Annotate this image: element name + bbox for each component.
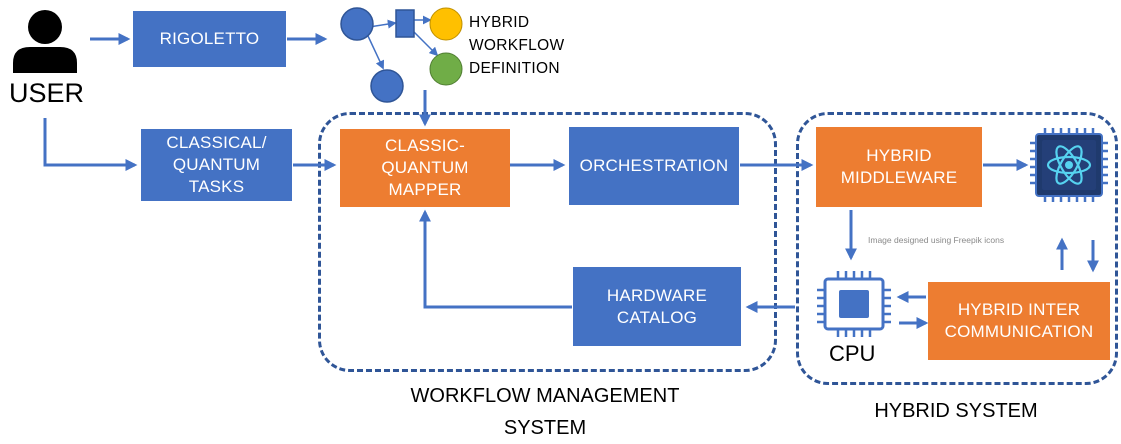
arrow-user-to-tasks: [43, 118, 138, 171]
rigoletto-box: RIGOLETTO: [133, 11, 286, 67]
workflow-node-3: [370, 69, 404, 103]
user-icon: [13, 10, 77, 73]
classic-quantum-mapper-box: CLASSIC- QUANTUM MAPPER: [340, 129, 510, 207]
arrow-catalog-to-mapper: [419, 209, 572, 309]
workflow-node-yellow: [429, 7, 463, 41]
orchestration-box: ORCHESTRATION: [569, 127, 739, 205]
freepik-credit: Image designed using Freepik icons: [868, 235, 1005, 245]
hardware-catalog-box: HARDWARE CATALOG: [573, 267, 741, 346]
hybrid-system-label: HYBRID SYSTEM: [874, 400, 1038, 422]
workflow-graph: [340, 7, 463, 103]
workflow-management-system-group: [318, 112, 777, 372]
workflow-node-2: [395, 9, 415, 38]
hybrid-inter-communication-box: HYBRID INTER COMMUNICATION: [928, 282, 1110, 360]
hybrid-system-group: [796, 112, 1118, 385]
workflow-node-1: [340, 7, 374, 41]
user-label: USER: [9, 78, 85, 108]
quantum-chip-icon: [1030, 128, 1108, 202]
workflow-management-system-label: WORKFLOW MANAGEMENT SYSTEM: [410, 385, 680, 439]
workflow-node-green: [429, 52, 463, 86]
cpu-chip-icon: [817, 271, 891, 337]
workflow-definition-label: HYBRID WORKFLOW DEFINITION: [469, 14, 565, 77]
cpu-label: CPU: [829, 341, 876, 366]
hybrid-middleware-box: HYBRID MIDDLEWARE: [816, 127, 982, 207]
classical-quantum-tasks-box: CLASSICAL/ QUANTUM TASKS: [141, 129, 292, 201]
